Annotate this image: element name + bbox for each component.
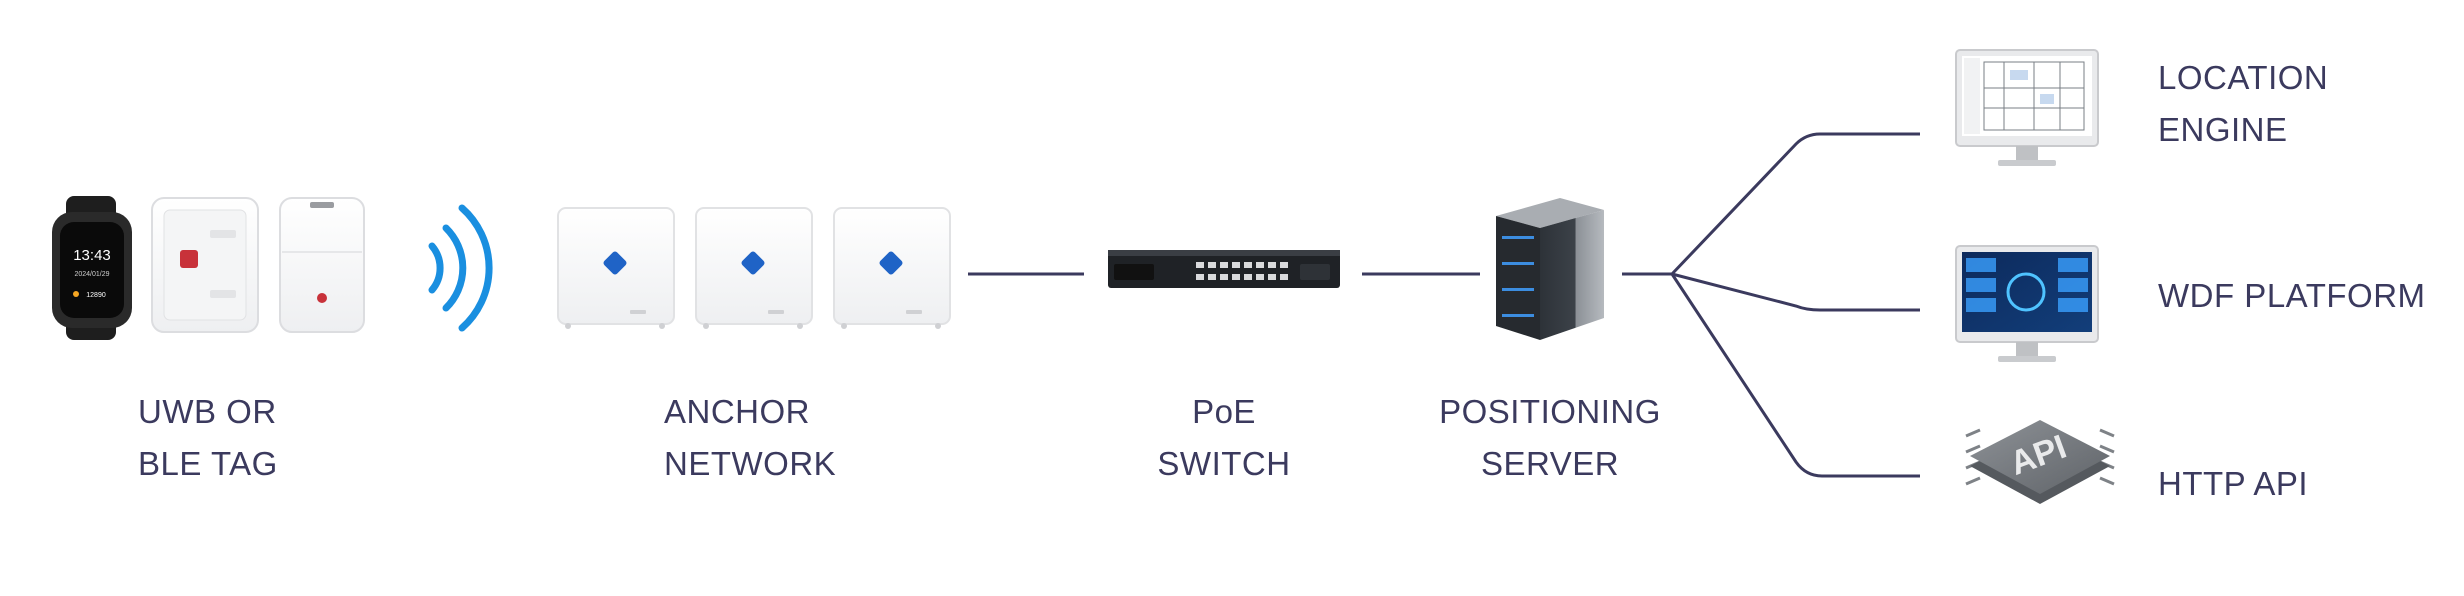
server-label: POSITIONING SERVER bbox=[1410, 386, 1690, 490]
anchor-icon bbox=[557, 207, 675, 329]
wdf-platform-label-text: WDF PLATFORM bbox=[2158, 277, 2426, 314]
branch-http-api bbox=[1670, 273, 1920, 478]
tag-label: UWB OR BLE TAG bbox=[138, 386, 278, 490]
watch-steps: 12890 bbox=[86, 292, 106, 299]
branch-location-engine bbox=[1670, 132, 1920, 276]
anchor-label: ANCHOR NETWORK bbox=[664, 386, 836, 490]
tag-label-line2: BLE TAG bbox=[138, 445, 278, 482]
switch-label: PoE SWITCH bbox=[1124, 386, 1324, 490]
location-engine-label: LOCATION ENGINE bbox=[2158, 52, 2328, 156]
server-label-line2: SERVER bbox=[1480, 445, 1620, 482]
switch-label-line2: SWITCH bbox=[1157, 445, 1291, 482]
anchor-icon bbox=[695, 207, 813, 329]
poe-switch-icon bbox=[1108, 250, 1340, 288]
anchor-icon bbox=[833, 207, 951, 329]
location-engine-label-line1: LOCATION bbox=[2158, 59, 2329, 96]
connector-lines bbox=[968, 132, 1920, 478]
wireless-signal-icon bbox=[428, 204, 493, 332]
badge-tag-icon bbox=[151, 197, 259, 333]
anchor-devices bbox=[557, 207, 951, 329]
branch-wdf-platform bbox=[1671, 272, 1920, 312]
card-tag-icon bbox=[279, 197, 365, 333]
server-icon bbox=[1496, 198, 1604, 340]
anchor-label-line1: ANCHOR bbox=[664, 393, 811, 430]
server-label-line1: POSITIONING bbox=[1439, 393, 1661, 430]
anchor-label-line2: NETWORK bbox=[664, 445, 837, 482]
tag-devices: 13:43 2024/01/29 12890 bbox=[52, 196, 493, 340]
tag-label-line1: UWB OR bbox=[138, 393, 277, 430]
location-engine-label-line2: ENGINE bbox=[2158, 111, 2288, 148]
http-api-label-text: HTTP API bbox=[2158, 465, 2309, 502]
smartwatch-icon: 13:43 2024/01/29 12890 bbox=[52, 196, 132, 340]
switch-label-line1: PoE bbox=[1192, 393, 1256, 430]
watch-time: 13:43 bbox=[73, 247, 111, 264]
watch-date: 2024/01/29 bbox=[74, 271, 109, 278]
wdf-platform-label: WDF PLATFORM bbox=[2158, 270, 2426, 322]
api-chip-icon: API bbox=[1965, 420, 2115, 504]
location-engine-monitor-icon bbox=[1955, 49, 2099, 166]
wdf-platform-monitor-icon bbox=[1955, 245, 2099, 362]
http-api-label: HTTP API bbox=[2158, 458, 2308, 510]
